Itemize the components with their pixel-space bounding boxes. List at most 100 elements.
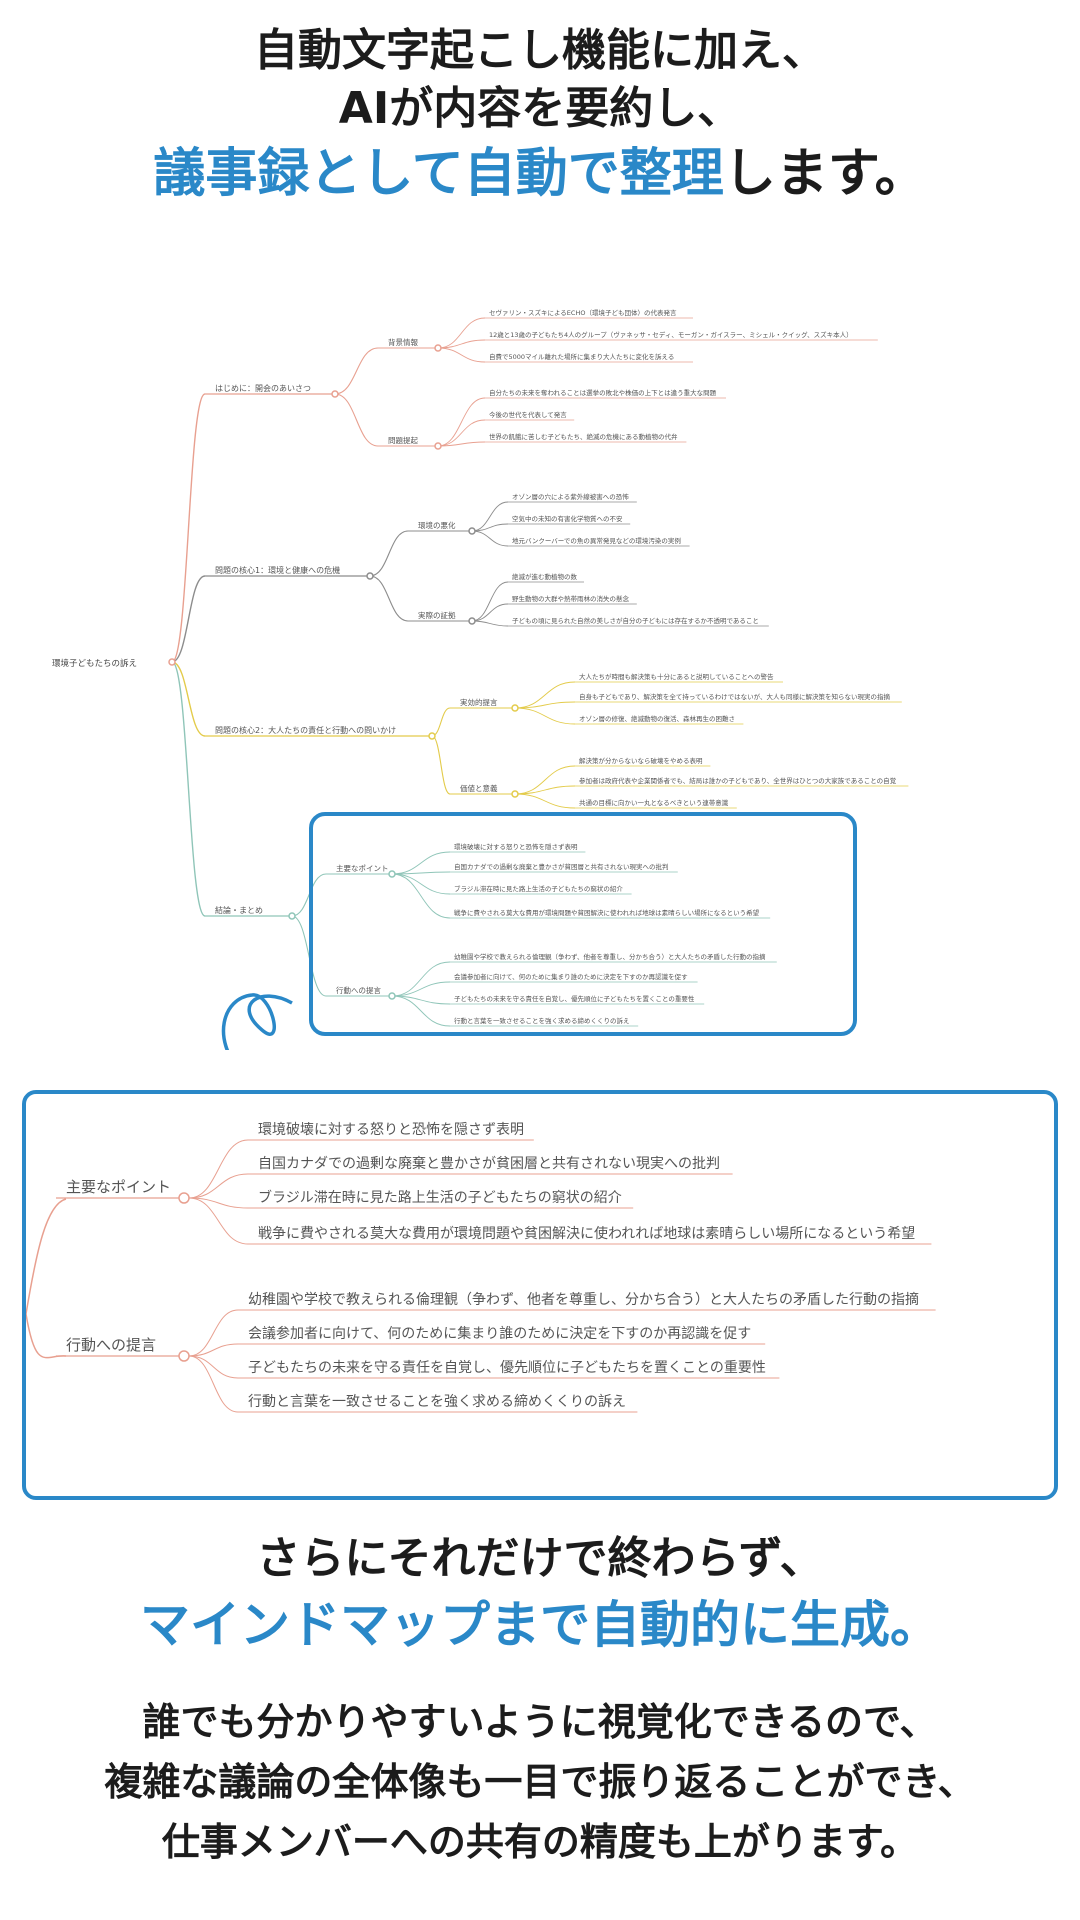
mindmap-zoom: 主要なポイント環境破壊に対する怒りと恐怖を隠さず表明自国カナダでの過剰な廃棄と豊… [26,1121,936,1413]
top-headline: 自動文字起こし機能に加え、 AIが内容を要約し、 議事録として自動で整理します。 [0,22,1080,210]
zoom-item: 子どもたちの未来を守る責任を自覚し、優先順位に子どもたちを置くことの重要性 [248,1360,766,1376]
mindmap-highlight-box [309,812,857,1036]
mindmap-item-line [471,581,509,622]
top-headline-tail: します。 [723,144,927,204]
mindmap-sub: 実効的提言 [460,697,498,707]
mid-headline: さらにそれだけで終わらず、 マインドマップまで自動的に生成。 [0,1528,1080,1660]
top-headline-line1: 自動文字起こし機能に加え、 [254,25,826,76]
mindmap-item-line [391,995,451,1005]
mindmap-item-line [391,851,451,875]
mid-headline-line1: さらにそれだけで終わらず、 [256,1533,824,1584]
mindmap-sub: 環境の悪化 [418,520,456,530]
mid-headline-line2: マインドマップまで自動的に生成。 [140,1596,940,1654]
mindmap-branch-line [171,661,206,917]
mindmap-sub-node [388,992,396,1000]
mindmap-item: 解決策が分からないなら破壊をやめる表明 [579,756,703,765]
mindmap-item-line [437,317,486,349]
mindmap-sub-line [369,530,409,577]
zoom-item-line [188,1355,239,1413]
mindmap-item-line [514,707,576,725]
mindmap-branch-node [428,732,436,740]
mindmap-item: 子どもたちの未来を守る責任を自覚し、優先順位に子どもたちを置くことの重要性 [454,994,695,1003]
zoom-item: 戦争に費やされる莫大な費用が環境問題や貧困解決に使われれば地球は素晴らしい場所に… [258,1225,915,1242]
mindmap-branch: はじめに：開会のあいさつ [215,383,311,393]
mindmap-sub-line [334,347,379,395]
mindmap-item: 空気中の未知の有害化学物質への不安 [512,514,623,523]
mindmap-sub: 主要なポイント [336,863,389,873]
mindmap-sub-line [369,575,409,622]
mindmap-item: セヴァリン・スズキによるECHO（環境子ども団体）の代表発言 [489,308,677,317]
mindmap-branch-line [171,393,206,663]
body-text-line3: 仕事メンバーへの共有の精度も上がります。 [161,1820,919,1864]
mindmap-item: 環境破壊に対する怒りと恐怖を隠さず表明 [454,842,578,851]
mindmap-sub-node [511,704,519,712]
zoom-item-line [188,1197,249,1209]
mindmap-item: 会議参加者に向けて、何のために集まり誰のために決定を下すのか再認識を促す [454,972,688,981]
mindmap-root: 環境子どもたちの訴え [52,658,137,669]
mindmap-item-line [514,793,576,809]
mindmap-branch-line [171,661,206,737]
zoom-item-line [188,1309,239,1357]
top-headline-line2: AIが内容を要約し、 [338,83,742,134]
mindmap-sub: 実際の証拠 [418,610,456,620]
mindmap-item: 自身も子どもであり、解決策を全て持っているわけではないが、大人も同様に解決策を知… [579,692,890,701]
zoom-item-line [188,1173,249,1199]
zoom-item-line [188,1343,239,1357]
mindmap-sub-line [431,735,451,795]
mindmap-item: 地元バンクーバーでの魚の異常発見などの環境汚染の実例 [512,536,681,545]
mindmap-item-line [391,873,451,895]
mindmap-branch-line [171,575,206,663]
body-text: 誰でも分かりやすいように視覚化できるので、 複雑な議論の全体像も一目で振り返るこ… [0,1692,1080,1872]
zoom-sub-node [178,1192,190,1204]
mindmap-item: 参加者は政府代表や企業関係者でも、結局は誰かの子どもであり、全世界はひとつの大家… [579,776,897,785]
mindmap-item-line [391,873,451,919]
mindmap-branch-node [331,390,339,398]
mindmap-item: 野生動物の大群や熱帯雨林の消失の懸念 [512,594,630,603]
zoom-branch-line [26,1313,67,1359]
zoom-item: 環境破壊に対する怒りと恐怖を隠さず表明 [258,1121,524,1138]
mindmap-item: 共通の目標に向かい一丸となるべきという連帯意識 [579,798,729,807]
mindmap-item-line [391,961,451,997]
mindmap-item-line [471,530,509,547]
mindmap-item: 12歳と13歳の子どもたち4人のグループ（ヴァネッサ・セディ、モーガン・ガイスラ… [489,330,853,339]
mindmap-sub-node [434,442,442,450]
mindmap-item: 自分たちの未来を奪われることは選挙の敗北や株価の上下とは違う重大な問題 [489,388,717,397]
mindmap-item-line [514,681,576,709]
zoom-branch-line [26,1198,67,1315]
zoom-item: 自国カナダでの過剰な廃棄と豊かさが貧困層と共有されない現実への批判 [258,1155,720,1172]
mindmap-item-line [471,501,509,532]
mindmap-item: ブラジル滞在時に見た路上生活の子どもたちの窮状の紹介 [454,884,623,893]
body-text-line2: 複雑な議論の全体像も一目で振り返ることができ、 [104,1760,976,1804]
mindmap-item-line [514,765,576,795]
mindmap-branch-node [366,572,374,580]
mindmap-item-line [437,441,486,447]
body-text-line1: 誰でも分かりやすいように視覚化できるので、 [142,1700,938,1744]
top-headline-line3: 議事録として自動で整理します。 [0,138,1080,210]
mindmap-item: 大人たちが時間も解決策も十分にあると説明していることへの警告 [579,672,774,681]
mindmap-branch: 結論・まとめ [215,905,263,915]
zoom-sub-label: 行動への提言 [66,1336,156,1354]
mindmap-item: オゾン層の修復、絶滅動物の復活、森林再生の困難さ [579,714,735,723]
mindmap-item-line [437,397,486,447]
mindmap-item: 今後の世代を代表して発言 [489,410,567,419]
mindmap-item-line [471,620,509,627]
mindmap-branch-node [288,912,296,920]
mindmap-item: 絶滅が進む動植物の数 [512,572,578,581]
mindmap-item: 行動と言葉を一致させることを強く求める締めくくりの訴え [454,1016,630,1025]
zoom-item: 行動と言葉を一致させることを強く求める締めくくりの訴え [248,1393,626,1410]
mindmap-item: 自国カナダでの過剰な廃棄と豊かさが貧困層と共有されない現実への批判 [454,862,669,871]
mindmap-sub: 価値と意義 [460,783,498,793]
mindmap-item-line [391,995,451,1027]
mindmap-sub-node [468,617,476,625]
mindmap-sub: 問題提起 [388,435,418,445]
mindmap-item-line [437,347,486,363]
mindmap-item: 幼稚園や学校で教えられる倫理観（争わず、他者を尊重し、分かち合う）と大人たちの矛… [454,952,766,961]
mindmap-item-line [391,981,451,997]
mindmap-root-node [168,658,176,666]
mindmap-overview: 環境子どもたちの訴え はじめに：開会のあいさつ 背景情報 セヴァリン・スズキによるEC… [52,308,909,1050]
mindmap-sub-node [434,344,442,352]
mindmap-item: 戦争に費やされる莫大な費用が環境問題や貧困解決に使われれば地球は素晴らしい場所に… [454,908,760,917]
mindmap-sub-node [511,790,519,798]
mindmap-sub: 背景情報 [388,337,418,347]
mindmap-item-line [471,523,509,532]
